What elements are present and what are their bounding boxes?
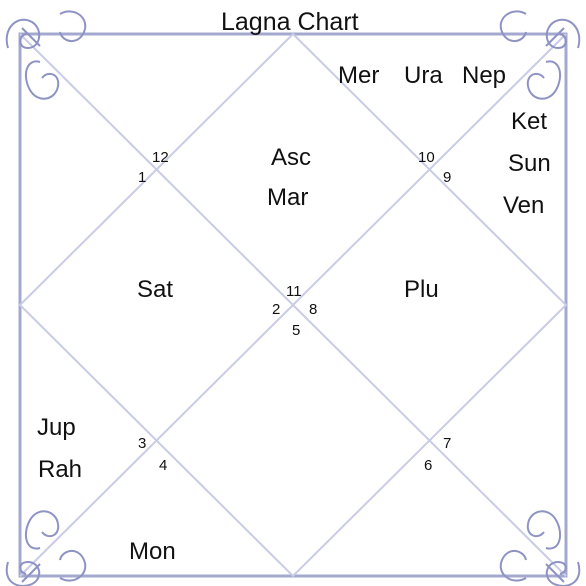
planet-mar: Mar <box>267 186 308 210</box>
planet-plu: Plu <box>404 278 439 302</box>
planet-rah: Rah <box>38 458 82 482</box>
planet-ura: Ura <box>404 64 443 88</box>
planet-jup: Jup <box>37 416 76 440</box>
house-number-2: 2 <box>272 302 280 317</box>
house-number-7: 7 <box>443 436 451 451</box>
house-number-3: 3 <box>138 436 146 451</box>
planet-mon: Mon <box>129 540 176 564</box>
house-number-10: 10 <box>418 150 435 165</box>
house-number-4: 4 <box>159 458 167 473</box>
planet-nep: Nep <box>462 64 506 88</box>
house-number-6: 6 <box>424 458 432 473</box>
house-number-12: 12 <box>152 150 169 165</box>
house-number-11: 11 <box>286 284 302 299</box>
house-number-5: 5 <box>292 323 300 338</box>
house-number-9: 9 <box>443 170 451 185</box>
house-number-8: 8 <box>309 302 317 317</box>
corner-ornament-top-right <box>501 11 580 98</box>
planet-sun: Sun <box>508 152 551 176</box>
planet-ven: Ven <box>503 194 544 218</box>
planet-sat: Sat <box>137 278 173 302</box>
chart-title: Lagna Chart <box>221 10 359 35</box>
planet-asc: Asc <box>271 146 311 170</box>
planet-mer: Mer <box>338 64 379 88</box>
planet-ket: Ket <box>511 110 547 134</box>
corner-ornament-top-left <box>7 11 86 98</box>
house-number-1: 1 <box>138 170 146 185</box>
